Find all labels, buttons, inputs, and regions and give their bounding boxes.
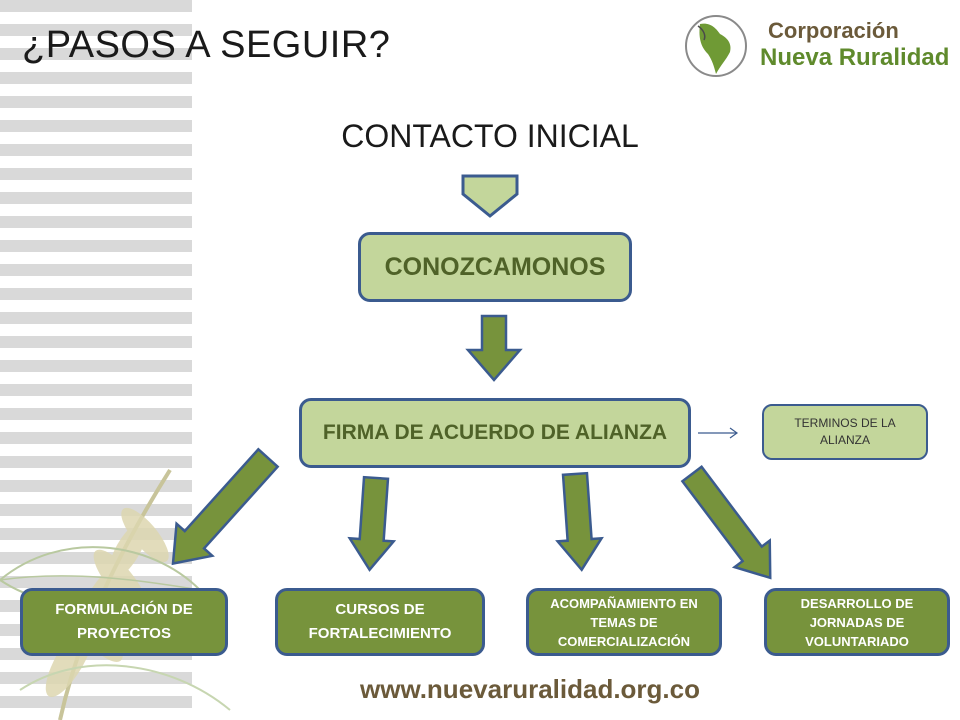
- diagram-subtitle: CONTACTO INICIAL: [341, 118, 639, 154]
- organization-logo: Corporación Nueva Ruralidad: [680, 10, 950, 80]
- arrow-firma-to-desarrollo: [680, 465, 772, 580]
- page-title: ¿PASOS A SEGUIR?: [22, 24, 391, 66]
- node-terminos-alianza: TERMINOS DE LA ALIANZA: [762, 404, 928, 460]
- node-cursos-fortalecimiento: CURSOS DE FORTALECIMIENTO: [275, 588, 485, 656]
- node-firma-acuerdo: FIRMA DE ACUERDO DE ALIANZA: [299, 398, 691, 468]
- website-url: www.nuevaruralidad.org.co: [360, 674, 700, 704]
- arrow-firma-to-cursos: [347, 475, 397, 572]
- arrow-firma-to-acompanamiento: [555, 471, 604, 572]
- node-acompanamiento-comercializacion: ACOMPAÑAMIENTO EN TEMAS DE COMERCIALIZAC…: [526, 588, 722, 656]
- arrow-conozcamonos-to-firma: [465, 314, 523, 382]
- node-conozcamonos: CONOZCAMONOS: [358, 232, 632, 302]
- logo-text-corporacion: Corporación: [768, 18, 899, 43]
- node-desarrollo-voluntariado: DESARROLLO DE JORNADAS DE VOLUNTARIADO: [764, 588, 950, 656]
- logo-text-nueva-ruralidad: Nueva Ruralidad: [760, 44, 950, 71]
- arrow-contacto-to-conozcamonos: [461, 174, 519, 218]
- latin-america-map-icon: [685, 15, 747, 77]
- node-formulacion-proyectos: FORMULACIÓN DE PROYECTOS: [20, 588, 228, 656]
